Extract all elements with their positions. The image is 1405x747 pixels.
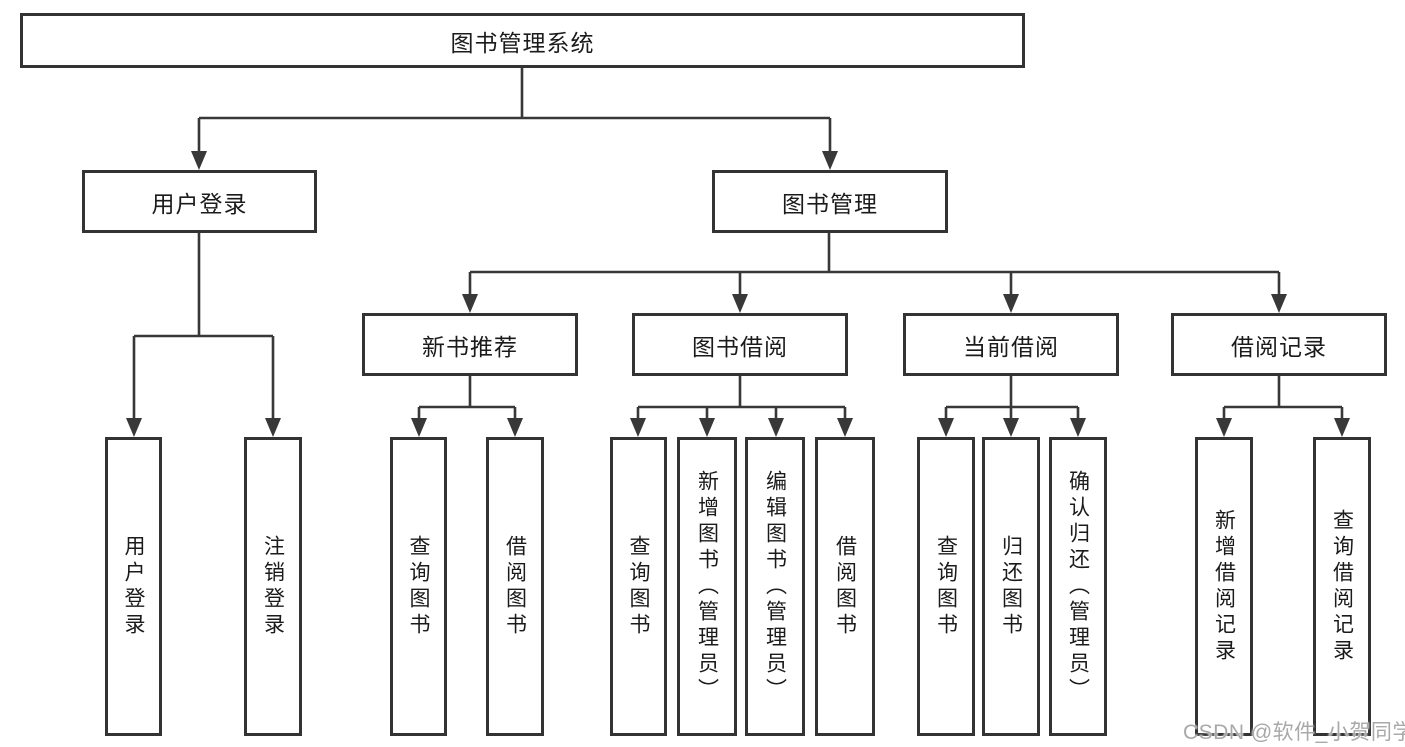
leaf-query-books-2: 查询图书 (610, 437, 667, 736)
leaf-add-borrow-record-label: 新增借阅记录 (1212, 508, 1236, 665)
node-book-borrow: 图书借阅 (632, 313, 848, 376)
leaf-borrow-books-2: 借阅图书 (815, 437, 875, 736)
leaf-query-books-2-label: 查询图书 (627, 534, 650, 639)
node-current-borrow: 当前借阅 (903, 313, 1119, 376)
leaf-logout: 注销登录 (244, 437, 302, 736)
leaf-borrow-books-1: 借阅图书 (486, 437, 544, 736)
leaf-query-books-1-label: 查询图书 (407, 534, 430, 639)
leaf-confirm-return-admin: 确认归还（管理员） (1049, 437, 1107, 736)
leaf-return-books-label: 归还图书 (999, 534, 1023, 639)
leaf-return-books: 归还图书 (982, 437, 1040, 736)
leaf-query-borrow-record-label: 查询借阅记录 (1330, 508, 1354, 665)
watermark: CSDN @软件_小贺同学 (1183, 721, 1405, 744)
node-root: 图书管理系统 (20, 13, 1025, 68)
leaf-logout-label: 注销登录 (261, 534, 285, 639)
leaf-query-borrow-record: 查询借阅记录 (1313, 437, 1371, 736)
leaf-edit-books-admin-label: 编辑图书（管理员） (763, 469, 787, 704)
leaf-query-books-1: 查询图书 (390, 437, 447, 736)
leaf-query-books-3: 查询图书 (917, 437, 975, 736)
leaf-add-borrow-record: 新增借阅记录 (1195, 437, 1253, 736)
node-book-management-label: 图书管理 (782, 190, 878, 217)
node-book-borrow-label: 图书借阅 (692, 333, 788, 360)
node-user-login-label: 用户登录 (151, 190, 248, 217)
leaf-user-login: 用户登录 (105, 437, 162, 736)
node-borrow-records: 借阅记录 (1171, 313, 1387, 376)
leaf-confirm-return-admin-label: 确认归还（管理员） (1066, 469, 1090, 704)
node-user-login: 用户登录 (82, 170, 317, 233)
node-new-book-recommend: 新书推荐 (362, 313, 578, 376)
node-new-book-recommend-label: 新书推荐 (422, 333, 518, 360)
leaf-user-login-label: 用户登录 (122, 534, 145, 639)
node-current-borrow-label: 当前借阅 (963, 333, 1059, 360)
leaf-borrow-books-1-label: 借阅图书 (503, 534, 527, 639)
node-book-management: 图书管理 (712, 170, 948, 233)
leaf-edit-books-admin: 编辑图书（管理员） (745, 437, 805, 736)
leaf-query-books-3-label: 查询图书 (934, 534, 958, 639)
leaf-add-books-admin: 新增图书（管理员） (677, 437, 737, 736)
leaf-add-books-admin-label: 新增图书（管理员） (695, 469, 719, 704)
node-borrow-records-label: 借阅记录 (1231, 333, 1327, 360)
arrowhead-group (126, 151, 1350, 437)
leaf-borrow-books-2-label: 借阅图书 (833, 534, 857, 639)
node-root-label: 图书管理系统 (450, 29, 595, 56)
